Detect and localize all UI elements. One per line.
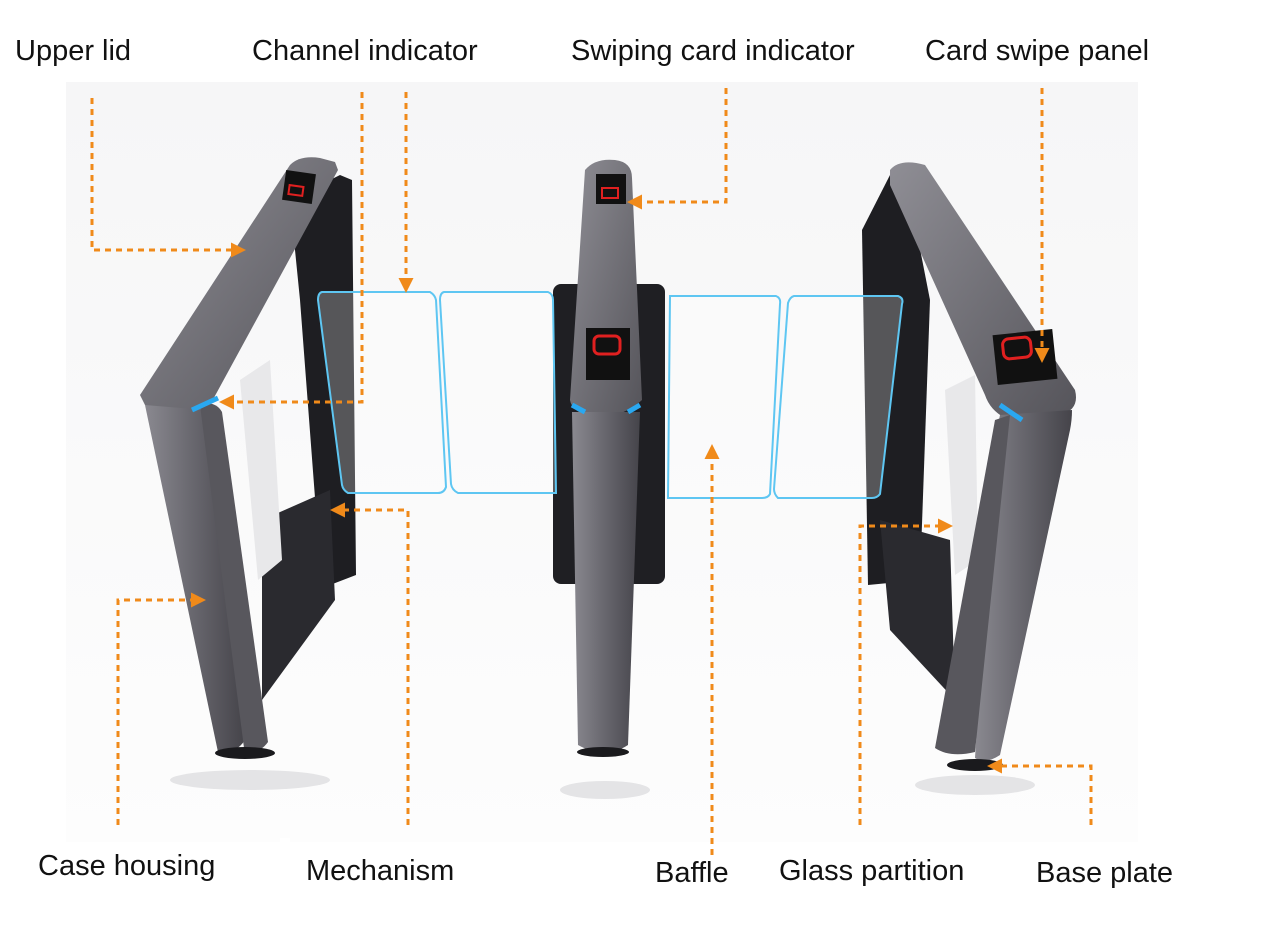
leader-lines	[90, 88, 1093, 855]
label-channel-indicator: Channel indicator	[252, 35, 478, 67]
label-upper-lid: Upper lid	[15, 35, 132, 67]
baffle-right-outer	[772, 295, 904, 499]
label-base-plate: Base plate	[1036, 857, 1174, 889]
right-channel-indicator-light	[998, 402, 1024, 423]
left-rear-frame	[290, 175, 356, 590]
centre-case-housing	[572, 412, 640, 753]
leader-mechanism	[330, 502, 410, 825]
left-case-housing	[145, 405, 245, 753]
left-channel-indicator-light	[190, 395, 220, 413]
label-swiping-card-indicator: Swiping card indicator	[571, 35, 855, 67]
label-mechanism: Mechanism	[306, 855, 455, 887]
left-turnstile-unit	[140, 157, 356, 759]
leader-swiping-card-indicator	[627, 88, 728, 210]
centre-base-plate	[577, 747, 629, 757]
baffle-left-inner	[438, 291, 558, 494]
label-baffle: Baffle	[655, 857, 729, 889]
label-case-housing: Case housing	[38, 850, 216, 882]
centre-turnstile-unit	[553, 159, 665, 757]
right-window	[945, 375, 978, 575]
label-card-swipe-panel: Card swipe panel	[925, 35, 1150, 67]
leader-channel-indicator-b	[219, 92, 364, 410]
leader-case-housing	[116, 592, 206, 825]
floor-reflections	[170, 770, 1035, 799]
right-inner-pillar	[935, 415, 1010, 755]
left-window	[240, 360, 282, 580]
leader-base-plate	[987, 758, 1093, 825]
right-mechanism-block	[880, 520, 955, 700]
left-base-plate	[215, 747, 275, 759]
leader-glass-partition	[858, 518, 953, 825]
right-turnstile-unit	[862, 162, 1076, 771]
centre-channel-indicator-light	[570, 402, 642, 415]
caption-gap-left	[280, 838, 290, 888]
glass-baffles	[316, 291, 904, 499]
right-rear-frame	[862, 172, 930, 585]
baffle-right-inner	[666, 295, 782, 499]
left-inner-pillar	[200, 403, 268, 751]
label-glass-partition: Glass partition	[779, 855, 965, 887]
baffle-left-outer	[316, 291, 448, 494]
left-upper-lid	[140, 157, 338, 413]
